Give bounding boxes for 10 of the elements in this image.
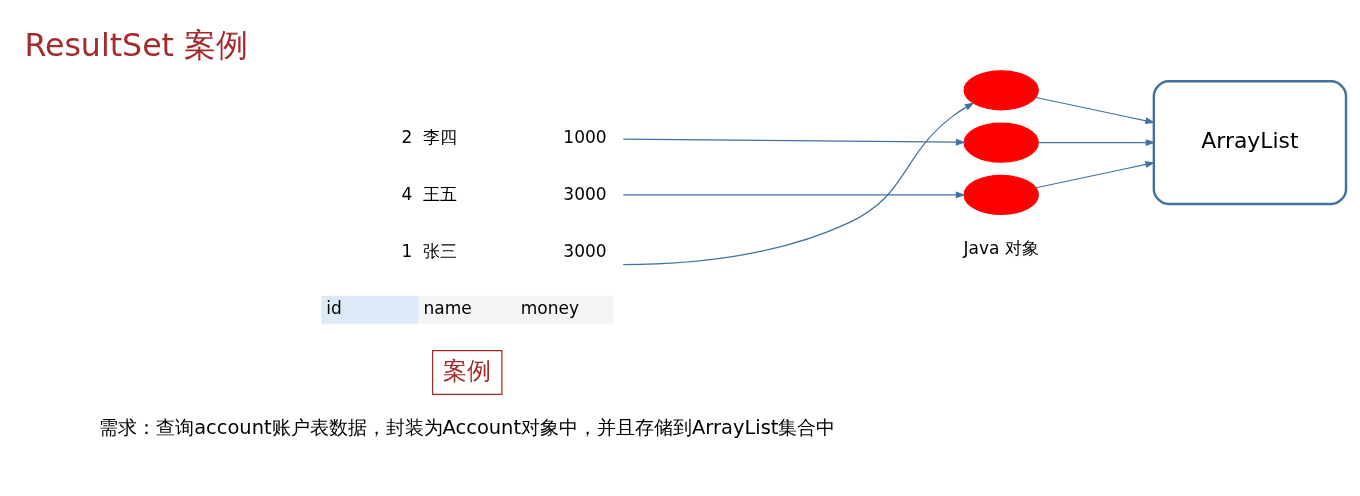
label: id [326, 298, 342, 319]
node-text: 4 王五 3000 [401, 184, 607, 205]
node-text: 1 张三 3000 [401, 241, 607, 262]
label: 需求：查询account账户表数据，封装为Account对象中，并且存储到ArrayList集合中 [99, 416, 836, 440]
diagram-title: ResultSet 案例 [24, 27, 249, 64]
node-text: 2 李四 1000 [401, 126, 607, 147]
label: money [520, 298, 580, 319]
label: Java 对象 [963, 238, 1039, 259]
label: name [423, 298, 472, 319]
label: 案例 [443, 355, 492, 385]
